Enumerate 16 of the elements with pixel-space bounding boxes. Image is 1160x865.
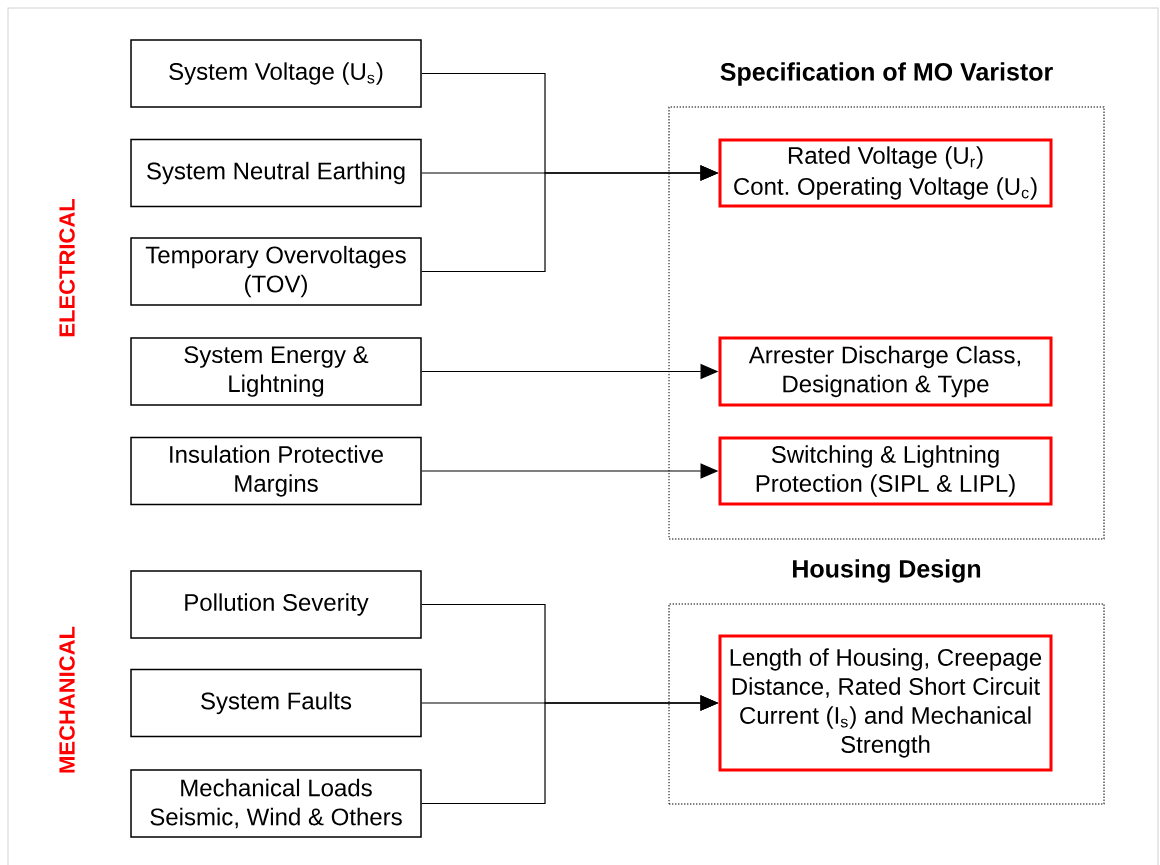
- factor-box: Insulation Protective Margins: [130, 436, 422, 506]
- group-heading: Housing Design: [793, 559, 981, 583]
- spec-box: Switching & Lightning Protection (SIPL & LIPL): [718, 436, 1053, 506]
- factor-box: Mechanical Loads Seismic, Wind & Others: [130, 769, 422, 838]
- factor-box: System Faults: [130, 668, 422, 738]
- side-label: MECHANICAL: [59, 626, 75, 773]
- factor-box: System Neutral Earthing: [130, 138, 422, 208]
- spec-box: Length of Housing, Creepage Distance, Rated Short Circuit Current (I$_{s}$) and Mechanical Strength: [718, 634, 1053, 772]
- factor-box: System Energy & Lightning: [130, 337, 422, 406]
- factor-box: Temporary Overvoltages (TOV): [130, 237, 422, 306]
- factor-box: System Voltage (U$_{s}$): [130, 39, 422, 108]
- spec-box: Arrester Discharge Class, Designation & Type: [718, 336, 1053, 407]
- spec-box: Rated Voltage (U$_{r}$) Cont. Operating Voltage (U$_{c}$): [718, 138, 1053, 208]
- side-label: ELECTRICAL: [59, 199, 75, 337]
- group-heading: Specification of MO Varistor: [720, 62, 1053, 86]
- factor-box: Pollution Severity: [130, 570, 422, 639]
